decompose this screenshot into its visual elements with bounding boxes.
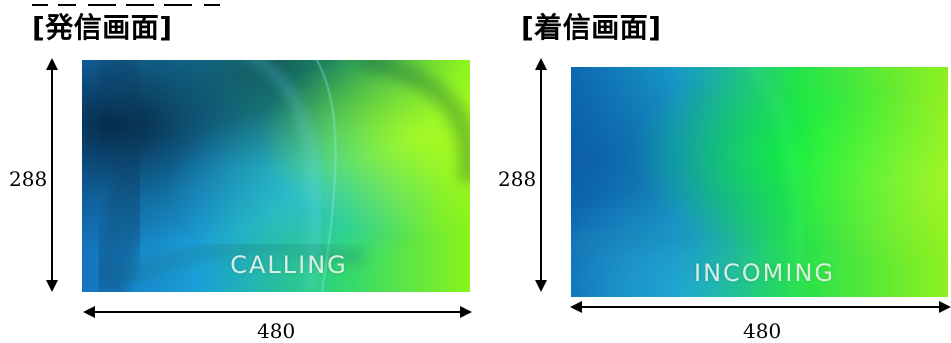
incoming-width-line xyxy=(582,306,939,308)
incoming-height-value: 288 xyxy=(498,167,537,191)
calling-screen-title: [発信画面] xyxy=(32,11,173,44)
calling-width-arrow-right xyxy=(460,306,472,318)
incoming-height-arrow-bottom xyxy=(535,280,547,292)
calling-height-arrow-top xyxy=(46,58,58,70)
calling-screen-preview: CALLING xyxy=(82,60,470,292)
incoming-width-value: 480 xyxy=(743,319,782,343)
incoming-height-arrow-top xyxy=(535,58,547,70)
incoming-screen-preview: INCOMING xyxy=(571,67,948,297)
incoming-width-arrow-right xyxy=(939,301,951,313)
top-underline-fragment xyxy=(32,0,254,8)
calling-width-value: 480 xyxy=(257,319,296,343)
incoming-height-line xyxy=(540,69,542,280)
incoming-screen-label: INCOMING xyxy=(693,259,835,287)
calling-screen-art xyxy=(82,60,470,292)
calling-screen-label: CALLING xyxy=(230,251,348,279)
calling-width-line xyxy=(95,311,460,313)
incoming-width-arrow-left xyxy=(570,301,582,313)
calling-height-value: 288 xyxy=(9,167,48,191)
incoming-screen-title: [着信画面] xyxy=(521,11,662,44)
calling-height-arrow-bottom xyxy=(46,280,58,292)
calling-width-arrow-left xyxy=(83,306,95,318)
calling-height-line xyxy=(51,69,53,280)
incoming-screen-art xyxy=(571,67,948,297)
